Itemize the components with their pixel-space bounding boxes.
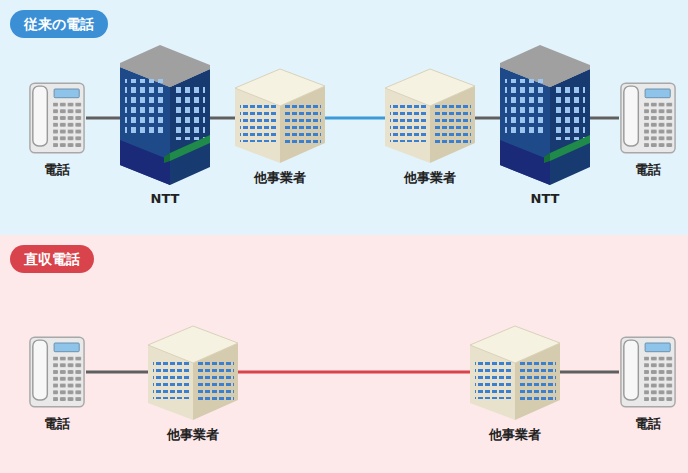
node-label: NTT [531, 191, 560, 206]
node-label: 電話 [635, 415, 661, 433]
line-connector [590, 117, 619, 120]
line-connector [86, 371, 148, 374]
line-connector [560, 371, 619, 374]
node-label: 電話 [635, 161, 661, 179]
line-connector [210, 117, 235, 120]
carrier-building-node: NTT [500, 45, 590, 207]
bldg-icon [470, 325, 560, 420]
telephone-node: 電話 [28, 81, 86, 179]
ntt-icon [120, 45, 210, 185]
node-label: 他事業者 [254, 169, 306, 187]
line-connector [325, 117, 385, 120]
section-band: 直収電話電話他事業者 他事業者 電話 [0, 235, 688, 473]
phone-icon [28, 81, 86, 155]
telephone-node: 電話 [619, 335, 677, 433]
phone-icon [28, 335, 86, 409]
carrier-building-node: NTT [120, 45, 210, 207]
carrier-building-node: 他事業者 [385, 68, 475, 187]
node-label: 電話 [44, 415, 70, 433]
bldg-icon [235, 68, 325, 163]
line-connector [86, 117, 120, 120]
ntt-icon [500, 45, 590, 185]
phone-icon [619, 335, 677, 409]
node-label: 電話 [44, 161, 70, 179]
carrier-building-node: 他事業者 [470, 325, 560, 444]
phone-icon [619, 81, 677, 155]
node-label: 他事業者 [489, 426, 541, 444]
line-connector [475, 117, 500, 120]
node-label: 他事業者 [167, 426, 219, 444]
carrier-building-node: 他事業者 [235, 68, 325, 187]
node-label: 他事業者 [404, 169, 456, 187]
section-label: 直収電話 [10, 245, 94, 273]
telephone-node: 電話 [28, 335, 86, 433]
bldg-icon [385, 68, 475, 163]
node-label: NTT [151, 191, 180, 206]
telephone-node: 電話 [619, 81, 677, 179]
line-connector [238, 371, 470, 374]
bldg-icon [148, 325, 238, 420]
carrier-building-node: 他事業者 [148, 325, 238, 444]
section-label: 従来の電話 [10, 10, 108, 38]
